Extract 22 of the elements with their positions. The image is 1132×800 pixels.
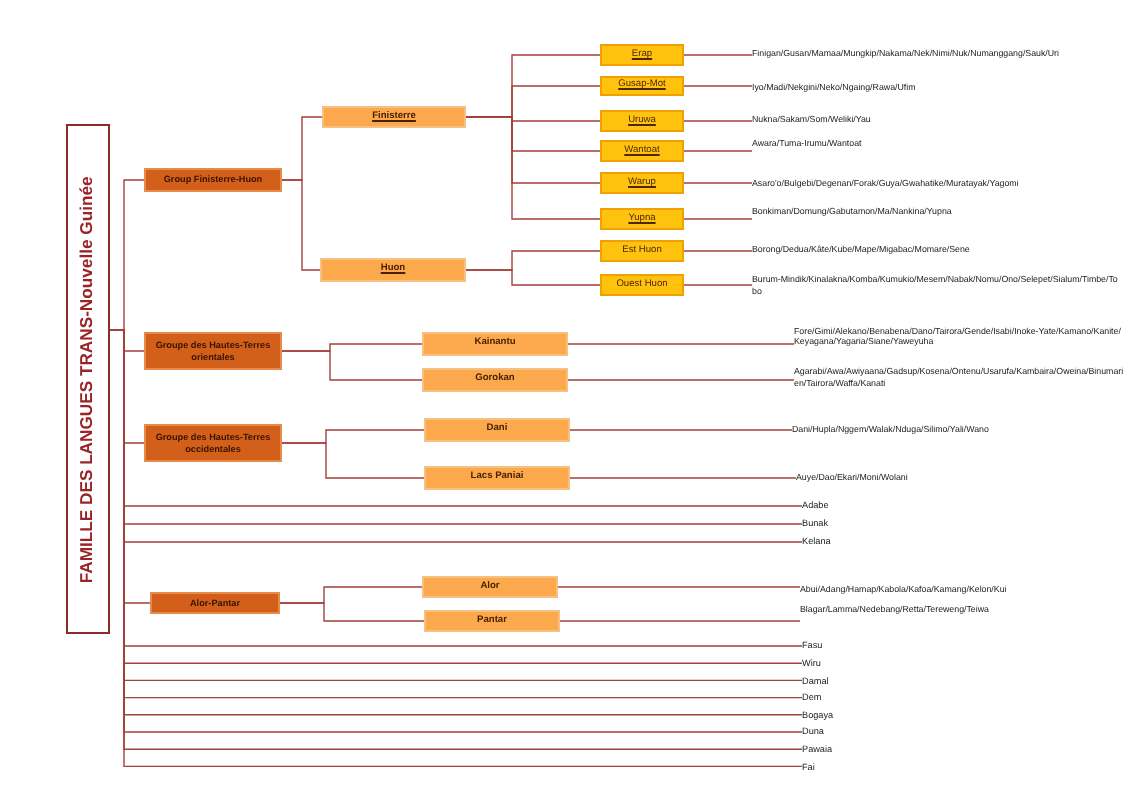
connector-line [281, 179, 321, 271]
connector-line [281, 442, 425, 479]
connector-line [683, 85, 753, 87]
connector-line [465, 116, 601, 220]
connector-line [557, 586, 801, 588]
connector-line [567, 343, 795, 345]
connector-line [683, 218, 753, 220]
connector-line [559, 620, 801, 622]
connector-line [683, 54, 753, 56]
connector-line [281, 350, 423, 381]
title-text: FAMILLE DES LANGUES TRANS-Nouvelle Guinée [78, 175, 98, 583]
connector-line [683, 182, 753, 184]
connector-line [683, 120, 753, 122]
connector-line [567, 379, 795, 381]
connector-line [279, 602, 425, 622]
connector-line [569, 429, 793, 431]
connector-line [683, 150, 753, 152]
connector-line [683, 284, 753, 286]
title-box [66, 124, 110, 634]
connector-line [683, 250, 753, 252]
connector-line [465, 269, 601, 286]
connector-line [569, 477, 797, 479]
